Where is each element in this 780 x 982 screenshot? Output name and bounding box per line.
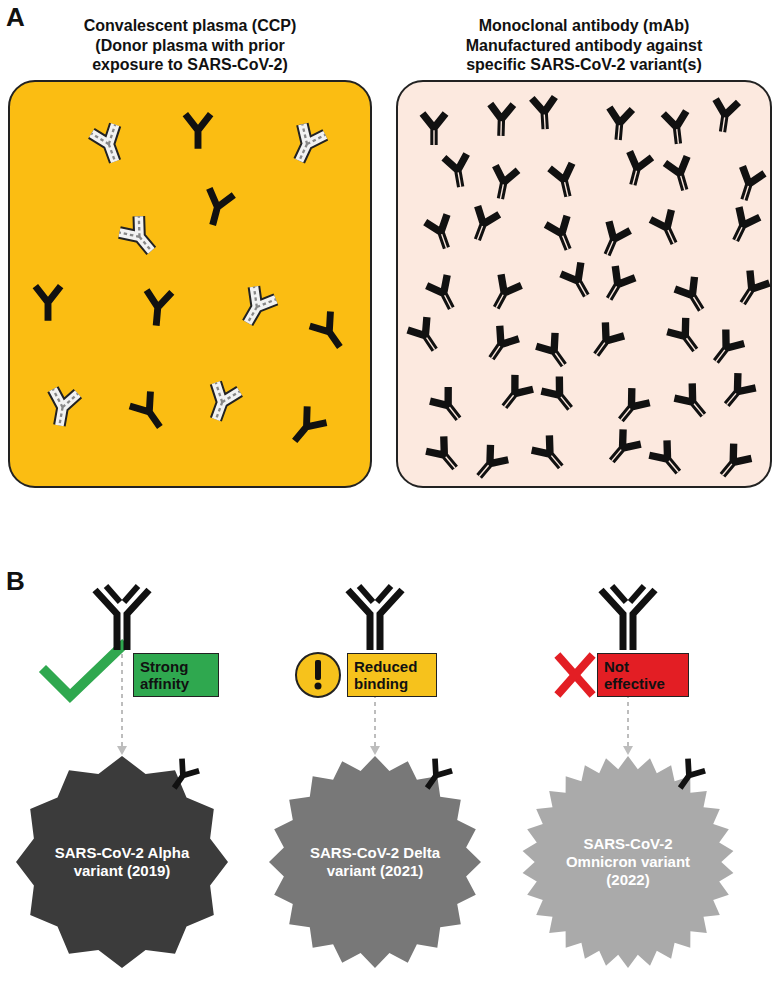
antibody — [536, 333, 573, 372]
panel-heading: Convalescent plasma (CCP)(Donor plasma w… — [60, 16, 320, 74]
virus-shape: SARS-CoV-2 Alpha variant (2019) — [16, 756, 228, 968]
antibody — [91, 125, 127, 166]
antibody — [489, 166, 518, 201]
status-box: Reduced binding — [347, 653, 437, 698]
antibody — [35, 286, 60, 321]
dashed-arrow — [121, 654, 123, 748]
antibody — [707, 330, 744, 369]
antibody — [185, 114, 210, 149]
antibody — [444, 154, 472, 189]
heading-text: Monoclonal antibody (mAb) — [434, 16, 734, 35]
antibody — [532, 435, 570, 474]
antibody — [470, 445, 508, 484]
antibody-icon — [601, 586, 655, 650]
cross-mark — [560, 658, 590, 692]
arrow-head — [370, 746, 380, 755]
panel-letter: B — [6, 566, 25, 597]
antibody — [718, 373, 756, 412]
antibody-icons — [95, 586, 655, 650]
status-label: Strong affinity — [140, 658, 212, 693]
antibody — [408, 317, 445, 356]
antibody — [130, 391, 171, 434]
check-mark — [46, 646, 122, 696]
antibody — [310, 311, 351, 354]
antibody — [119, 216, 161, 259]
ccp-panel: Convalescent plasma (CCP)(Donor plasma w… — [8, 80, 372, 488]
antibody — [467, 206, 500, 244]
variant-label: SARS-CoV-2 Omnicron variant (2022) — [558, 835, 698, 889]
antibody — [204, 383, 240, 424]
antibody — [663, 111, 690, 145]
antibody — [426, 436, 464, 475]
antibody — [495, 375, 533, 414]
antibody — [425, 214, 457, 251]
antibody — [612, 388, 650, 427]
antibody — [288, 124, 326, 166]
antibody — [675, 277, 711, 316]
panel-letter: A — [6, 2, 25, 33]
antibody — [714, 444, 752, 483]
antibody — [665, 156, 696, 193]
virus-shape: SARS-CoV-2 Delta variant (2021) — [269, 756, 481, 968]
antibody — [144, 290, 172, 327]
status-label: Reduced binding — [354, 658, 430, 693]
heading-text: Manufactured antibody against specific S… — [434, 36, 734, 74]
antibody — [650, 210, 684, 248]
antibody-icon — [348, 586, 402, 650]
antibody — [546, 216, 579, 254]
status-box: Strong affinity — [133, 653, 219, 698]
antibody — [607, 107, 633, 140]
antibody — [711, 99, 738, 133]
antibody — [599, 266, 635, 305]
antibody — [486, 274, 521, 313]
antibody — [561, 263, 597, 302]
antibody — [166, 759, 199, 794]
antibody — [672, 759, 705, 794]
panel-outline — [8, 80, 372, 488]
antibody — [587, 322, 624, 361]
panel-heading: Monoclonal antibody (mAb)Manufactured an… — [434, 16, 734, 74]
variant-label: SARS-CoV-2 Alpha variant (2019) — [52, 844, 192, 880]
arrow-heads — [117, 746, 633, 755]
status-label: Not effective — [604, 658, 682, 693]
panel-outline — [396, 80, 772, 488]
heading-text: Convalescent plasma (CCP) — [60, 16, 320, 35]
antibody — [482, 326, 519, 365]
antibody — [237, 287, 276, 330]
antibody-icon — [95, 586, 149, 650]
antibody — [733, 166, 765, 203]
antibody — [725, 207, 760, 245]
antibody — [422, 113, 445, 144]
antibody — [667, 318, 704, 357]
antibody — [419, 759, 452, 794]
variant-label: SARS-CoV-2 Delta variant (2021) — [305, 844, 445, 880]
antibody — [200, 188, 233, 228]
heading-text: (Donor plasma with prior exposure to SAR… — [60, 36, 320, 74]
antibody — [285, 406, 327, 449]
antibody — [596, 221, 630, 259]
warning-icon — [296, 653, 340, 697]
arrow-head — [117, 746, 127, 755]
status-box: Not effective — [597, 653, 689, 698]
antibody — [489, 104, 513, 136]
antibody — [541, 377, 579, 416]
antibody — [622, 152, 652, 188]
antibody — [674, 383, 712, 422]
antibody — [532, 97, 557, 130]
antibody — [550, 163, 580, 199]
mab-panel: Monoclonal antibody (mAb)Manufactured an… — [396, 80, 772, 488]
virus-shape: SARS-CoV-2 Omnicron variant (2022) — [522, 756, 734, 968]
antibody — [430, 387, 468, 426]
arrow-head — [623, 746, 633, 755]
antibody — [47, 389, 78, 427]
antibody — [603, 429, 641, 468]
antibody — [649, 440, 687, 479]
antibody — [733, 271, 769, 310]
antibody — [427, 275, 462, 314]
